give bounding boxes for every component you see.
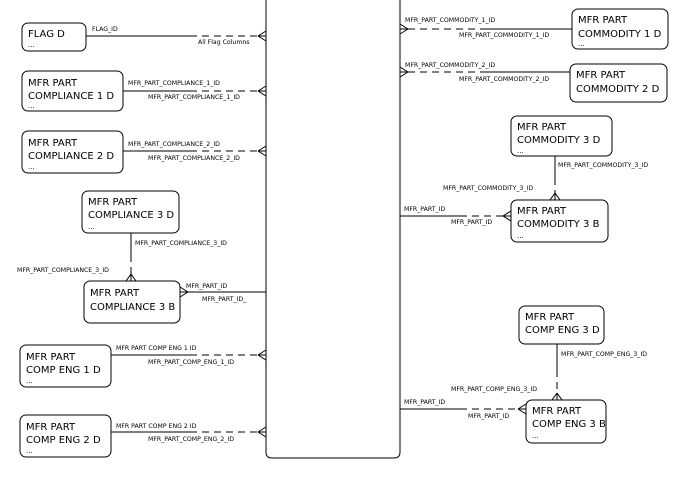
- entity-compliance-2-d-line2: COMPLIANCE 2 D: [28, 151, 114, 162]
- rel-label-comp-eng-3-left: MFR_PART_COMP_ENG_3_ID: [451, 386, 537, 393]
- entity-comp-eng-2-d-ellipsis: ...: [26, 447, 33, 455]
- rel-label-comp-eng-3b-bottom: MFR_PART_ID: [468, 413, 509, 420]
- entity-compliance-1-d-line2: COMPLIANCE 1 D: [28, 91, 114, 102]
- rel-label-comp-eng-2-bottom: MFR_PART_COMP_ENG_2_ID: [148, 436, 234, 443]
- relationship-comp-eng-3: MFR_PART_COMP_ENG_3_ID MFR_PART_COMP_ENG…: [451, 344, 647, 401]
- entity-compliance-3-d-ellipsis: ...: [88, 223, 95, 231]
- entity-compliance-3-b-line1: MFR PART: [90, 288, 140, 299]
- rel-label-compliance-3-vertical: MFR_PART_COMPLIANCE_3_ID: [135, 240, 227, 247]
- rel-label-comp-eng-3b-top: MFR_PART_ID: [404, 399, 445, 406]
- entity-compliance-3-d-line2: COMPLIANCE 3 D: [88, 210, 174, 221]
- rel-label-commodity-3-left: MFR_PART_COMMODITY_3_ID: [443, 185, 533, 192]
- rel-label-compliance-3b-bottom: MFR_PART_ID_: [202, 296, 247, 303]
- entity-compliance-2-d-line1: MFR PART: [28, 138, 78, 149]
- entity-comp-eng-3-b-ellipsis: ...: [532, 432, 539, 440]
- entity-commodity-2-d[interactable]: MFR PART COMMODITY 2 D: [569, 63, 668, 103]
- entity-commodity-2-d-line2: COMMODITY 2 D: [576, 84, 660, 95]
- entity-commodity-2-d-line1: MFR PART: [576, 70, 626, 81]
- rel-label-comp-eng-2-top: MFR PART COMP ENG 2 ID: [116, 423, 197, 430]
- entity-comp-eng-3-b-line2: COMP ENG 3 B: [532, 419, 606, 430]
- entity-flag-d-title: FLAG D: [28, 29, 65, 40]
- entity-commodity-3-d[interactable]: MFR PART COMMODITY 3 D ...: [510, 115, 613, 157]
- entity-commodity-1-d[interactable]: MFR PART COMMODITY 1 D ...: [571, 8, 669, 50]
- entity-commodity-3-d-ellipsis: ...: [517, 147, 524, 155]
- entity-comp-eng-2-d-line2: COMP ENG 2 D: [26, 435, 101, 446]
- entity-compliance-3-d[interactable]: MFR PART COMPLIANCE 3 D ...: [81, 190, 180, 234]
- entity-compliance-3-d-line1: MFR PART: [88, 197, 138, 208]
- rel-label-comp-eng-1-top: MFR PART COMP ENG 1 ID: [116, 345, 197, 352]
- entity-commodity-3-b[interactable]: MFR PART COMMODITY 3 B ...: [510, 199, 609, 243]
- rel-label-commodity-1-bottom: MFR_PART_COMMODITY_1_ID: [459, 32, 549, 39]
- rel-label-compliance-3-left: MFR_PART_COMPLIANCE_3_ID: [17, 267, 109, 274]
- entity-comp-eng-1-d-ellipsis: ...: [26, 377, 33, 385]
- entity-compliance-1-d-ellipsis: ...: [28, 102, 35, 110]
- relationship-flag: FLAG_ID All Flag Columns: [86, 26, 267, 46]
- entity-compliance-1-d-line1: MFR PART: [28, 78, 78, 89]
- entity-commodity-1-d-ellipsis: ...: [578, 40, 585, 48]
- relationship-commodity-1: MFR_PART_COMMODITY_1_ID MFR_PART_COMMODI…: [399, 17, 572, 39]
- rel-label-compliance-3b-top: MFR_PART_ID: [186, 283, 227, 290]
- rel-label-compliance-1-top: MFR_PART_COMPLIANCE_1_ID: [128, 80, 220, 87]
- entity-comp-eng-3-d-line2: COMP ENG 3 D: [525, 325, 600, 336]
- relationship-comp-eng-3b: MFR_PART_ID MFR_PART_ID: [400, 399, 527, 420]
- entity-compliance-2-d-ellipsis: ...: [28, 163, 35, 171]
- entity-compliance-3-b-line2: COMPLIANCE 3 B: [90, 302, 175, 313]
- rel-label-commodity-1-top: MFR_PART_COMMODITY_1_ID: [405, 17, 495, 24]
- entity-comp-eng-1-d[interactable]: MFR PART COMP ENG 1 D ...: [19, 344, 112, 388]
- entity-comp-eng-3-b-line1: MFR PART: [532, 406, 582, 417]
- relationship-commodity-2: MFR_PART_COMMODITY_2_ID MFR_PART_COMMODI…: [399, 62, 570, 83]
- rel-label-comp-eng-3-vertical: MFR_PART_COMP_ENG_3_ID: [561, 351, 647, 358]
- entity-commodity-3-d-line1: MFR PART: [517, 122, 567, 133]
- rel-label-comp-eng-1-bottom: MFR_PART_COMP_ENG_1_ID: [148, 359, 234, 366]
- entity-commodity-3-b-line1: MFR PART: [517, 206, 567, 217]
- entity-commodity-3-d-line2: COMMODITY 3 D: [517, 135, 601, 146]
- rel-label-commodity-3b-top: MFR_PART_ID: [404, 206, 445, 213]
- entity-commodity-1-d-line2: COMMODITY 1 D: [578, 29, 662, 40]
- entity-commodity-3-b-ellipsis: ...: [517, 232, 524, 240]
- rel-label-compliance-1-bottom: MFR_PART_COMPLIANCE_1_ID: [148, 94, 240, 101]
- rel-label-commodity-3b-bottom: MFR_PART_ID: [451, 219, 492, 226]
- entity-compliance-3-b[interactable]: MFR PART COMPLIANCE 3 B: [83, 280, 181, 324]
- rel-label-flag-id: FLAG_ID: [92, 26, 118, 33]
- entity-commodity-3-b-line2: COMMODITY 3 B: [517, 219, 600, 230]
- entity-comp-eng-1-d-line2: COMP ENG 1 D: [26, 365, 101, 376]
- entity-compliance-1-d[interactable]: MFR PART COMPLIANCE 1 D ...: [21, 70, 124, 112]
- rel-label-commodity-3-vertical: MFR_PART_COMMODITY_3_ID: [558, 162, 648, 169]
- relationship-compliance-1: MFR_PART_COMPLIANCE_1_ID MFR_PART_COMPLI…: [123, 80, 267, 101]
- entity-comp-eng-1-d-line1: MFR PART: [26, 352, 76, 363]
- entity-compliance-2-d[interactable]: MFR PART COMPLIANCE 2 D ...: [21, 130, 124, 174]
- rel-label-compliance-2-bottom: MFR_PART_COMPLIANCE_2_ID: [148, 155, 240, 162]
- entity-comp-eng-2-d[interactable]: MFR PART COMP ENG 2 D ...: [19, 414, 112, 458]
- relationship-compliance-2: MFR_PART_COMPLIANCE_2_ID MFR_PART_COMPLI…: [123, 141, 267, 162]
- entity-flag-d-ellipsis: ...: [28, 41, 35, 49]
- entity-comp-eng-3-d[interactable]: MFR PART COMP ENG 3 D: [518, 305, 605, 345]
- relationship-comp-eng-2: MFR PART COMP ENG 2 ID MFR_PART_COMP_ENG…: [111, 423, 267, 443]
- entity-commodity-1-d-line1: MFR PART: [578, 15, 628, 26]
- relationship-commodity-3b: MFR_PART_ID MFR_PART_ID: [400, 206, 512, 226]
- rel-label-commodity-2-bottom: MFR_PART_COMMODITY_2_ID: [459, 76, 549, 83]
- relationship-compliance-3b: MFR_PART_ID MFR_PART_ID_: [179, 283, 266, 303]
- rel-label-compliance-2-top: MFR_PART_COMPLIANCE_2_ID: [128, 141, 220, 148]
- entity-comp-eng-3-b[interactable]: MFR PART COMP ENG 3 B ...: [525, 399, 607, 444]
- relationship-compliance-3: MFR_PART_COMPLIANCE_3_ID MFR_PART_COMPLI…: [17, 233, 227, 282]
- rel-label-commodity-2-top: MFR_PART_COMMODITY_2_ID: [405, 62, 495, 69]
- relationship-commodity-3: MFR_PART_COMMODITY_3_ID MFR_PART_COMMODI…: [443, 156, 648, 201]
- entity-flag-d[interactable]: FLAG D ...: [21, 22, 87, 52]
- central-fact-table[interactable]: [265, 0, 401, 459]
- rel-label-all-flag-columns: All Flag Columns: [198, 39, 250, 46]
- relationship-comp-eng-1: MFR PART COMP ENG 1 ID MFR_PART_COMP_ENG…: [111, 345, 267, 366]
- entity-comp-eng-3-d-line1: MFR PART: [525, 312, 575, 323]
- entity-comp-eng-2-d-line1: MFR PART: [26, 422, 76, 433]
